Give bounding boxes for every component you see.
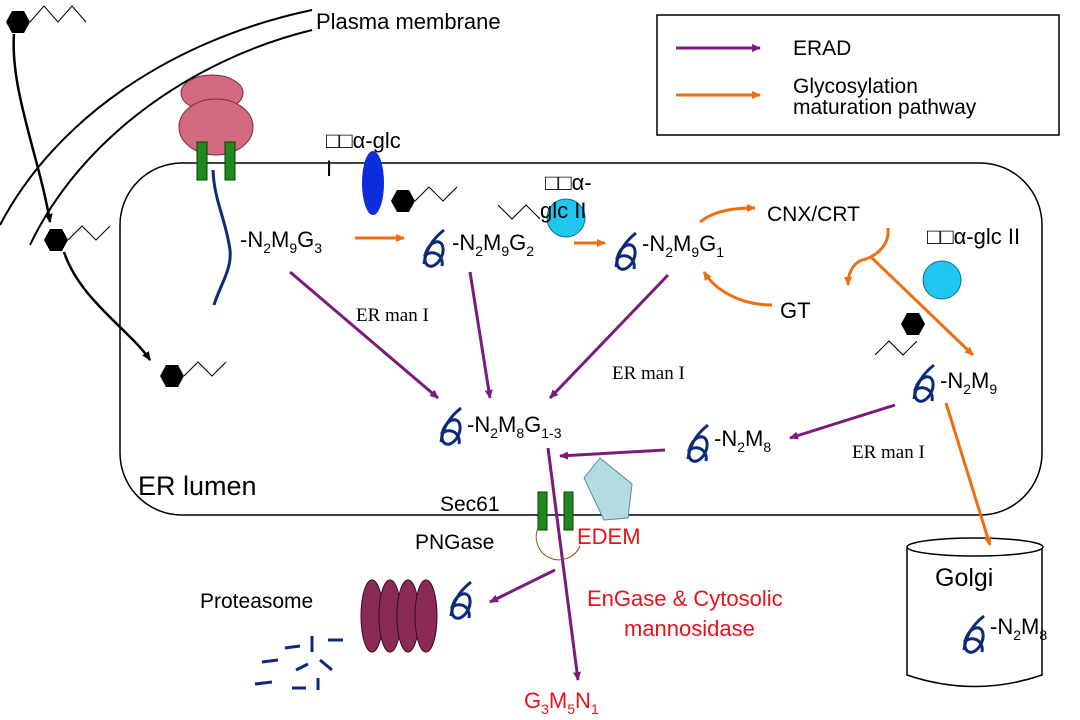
plasma-membrane-label: Plasma membrane [316,9,501,34]
translocon-left [196,141,208,181]
glycan-g3m5n1: G3M5N1 [524,688,599,717]
trafficking-path [6,5,227,387]
protein-knot-cytosol [446,580,476,623]
translocon-right [224,141,236,181]
erad-arrows [289,270,896,681]
golgi-compartment [906,547,1043,688]
mannosidase-label: mannosidase [624,616,755,641]
svg-text:-N2M8: -N2M8 [990,614,1047,643]
glc1-roman: I [326,156,332,181]
er-compartment [119,162,1043,516]
legend-glycosylation-label-2: maturation pathway [793,96,977,119]
glc2a-dash: - [584,170,591,195]
edem-icon [583,457,633,521]
ribosome [178,74,254,156]
glycan-n2m9g1: -N2M9G1 [642,231,724,260]
gt-label: GT [780,298,811,323]
er-man-label-2: ER man I [612,363,685,384]
protein-knot-5 [683,423,713,466]
glycan-n2m8-er: -N2M8 [714,426,771,455]
svg-text:-N2M9G2: -N2M9G2 [452,230,534,259]
glucose-cleaved-1 [391,190,415,212]
glycan-n2m9g3: -N2M9G3 [240,227,322,256]
glycan-n2m9: -N2M9 [940,368,997,397]
pngase-icon [535,527,581,561]
svg-text:-N2M9G3: -N2M9G3 [240,227,322,256]
golgi-label: Golgi [935,564,993,592]
svg-text:-N2M8: -N2M8 [714,426,771,455]
glucosidase-2-icon-b [922,260,962,300]
nascent-polypeptide [211,169,232,306]
glc2a-name: glc II [540,198,586,223]
glc1-alpha: α [353,128,366,153]
glycan-n2m9g2: -N2M9G2 [452,230,534,259]
legend-erad-label: ERAD [793,37,851,60]
er-man-label-1: ER man I [356,305,429,326]
protein-knot-4 [436,406,466,449]
legend-box [656,14,1060,136]
proteasome-icon [360,579,438,653]
engase-label: EnGase & Cytosolic [587,586,783,611]
svg-text:□□α-glc II: □□α-glc II [927,224,1020,249]
peptide-fragments [254,636,343,690]
glc2b-suffix: -glc II [966,224,1020,249]
cnx-crt-label: CNX/CRT [767,203,860,226]
svg-text:G3M5N1: G3M5N1 [524,688,599,717]
maturation-arrows [355,204,992,546]
pngase-label: PNGase [415,531,494,554]
glucose-readded [901,313,925,335]
er-lumen-label: ER lumen [138,471,257,501]
glc2b-prefix: □□ [927,224,954,249]
glycan-n2m8g1-3: -N2M8G1-3 [467,412,562,441]
svg-text:-N2M9: -N2M9 [940,368,997,397]
svg-text:-N2M8G1-3: -N2M8G1-3 [467,412,562,441]
svg-text:□□α-: □□α- [545,170,592,195]
protein-knot-2 [611,231,641,274]
plasma-membrane [0,9,313,246]
glc2a-prefix: □□ [545,170,572,195]
svg-text:-N2M9G1: -N2M9G1 [642,231,724,260]
glc2a-alpha: α [572,170,585,195]
glc1-suffix: -glc [365,128,400,153]
edem-label: EDEM [577,524,641,549]
glucosidase-2-icon-a [546,198,586,238]
sec61-label: Sec61 [440,493,500,516]
glucosidase-1-icon [362,151,384,215]
svg-text:□□α-glc: □□α-glc [326,128,401,153]
er-man-label-3: ER man I [852,442,925,463]
glc1-prefix: □□ [326,128,353,153]
protein-knot-1 [419,228,449,271]
glc2b-alpha: α [954,224,967,249]
sec61-right [563,491,574,531]
legend-glycosylation-label-1: Glycosylation [793,75,918,98]
protein-knot-3 [909,363,939,406]
proteasome-label: Proteasome [200,590,313,613]
glycan-n2m8-golgi: -N2M8 [990,614,1047,643]
sec61-left [537,491,548,531]
